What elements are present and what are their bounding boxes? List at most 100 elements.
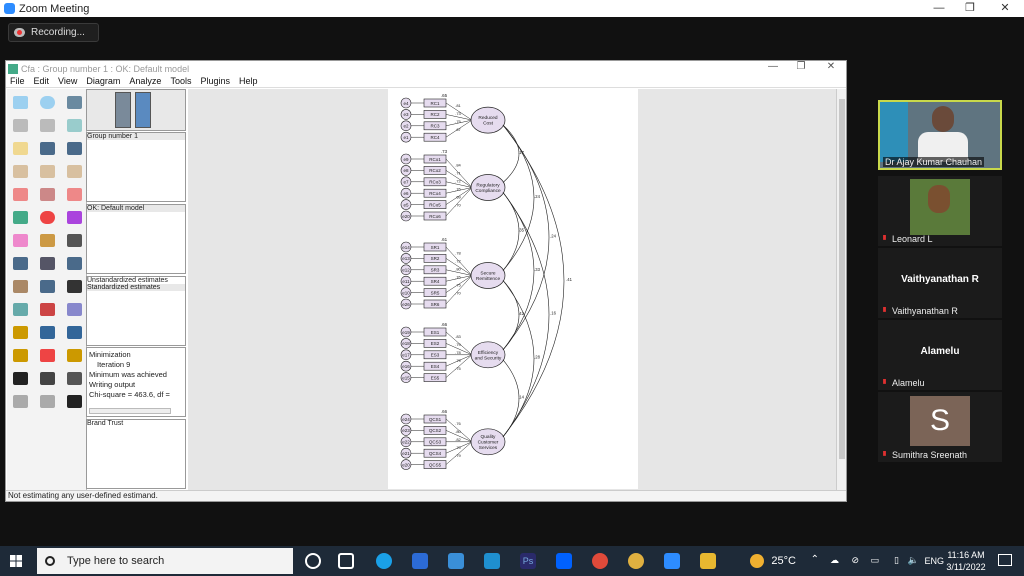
- clock[interactable]: 11:16 AM 3/11/2022: [944, 549, 988, 573]
- files-panel[interactable]: Brand Trust: [86, 419, 186, 489]
- indicator-tool-icon[interactable]: [64, 93, 84, 111]
- loupe-icon[interactable]: [64, 346, 84, 364]
- save-icon[interactable]: [64, 277, 84, 295]
- double-arrow-tool-icon[interactable]: [37, 116, 57, 134]
- weather-icon[interactable]: [750, 554, 764, 568]
- zoom-in-area-icon[interactable]: [10, 323, 30, 341]
- groups-panel[interactable]: Group number 1: [86, 132, 186, 202]
- specification-search-icon[interactable]: [64, 392, 84, 410]
- close-button[interactable]: ✕: [1000, 2, 1010, 14]
- recording-indicator[interactable]: Recording...: [8, 23, 99, 42]
- redo-icon[interactable]: [37, 392, 57, 410]
- photoshop-icon[interactable]: Ps: [520, 553, 536, 569]
- erase-icon[interactable]: [64, 185, 84, 203]
- scroll-icon[interactable]: [37, 231, 57, 249]
- variables-list-icon[interactable]: [37, 139, 57, 157]
- temperature[interactable]: 25°C: [771, 555, 796, 567]
- standardized-estimates-item[interactable]: Standardized estimates: [87, 284, 185, 291]
- path-diagram-view-buttons[interactable]: [86, 89, 186, 131]
- print-icon[interactable]: [64, 369, 84, 387]
- move-parameters-icon[interactable]: [10, 231, 30, 249]
- network-icon[interactable]: ⊘: [851, 555, 859, 565]
- title-tool-icon[interactable]: [10, 139, 30, 157]
- taskbar-search[interactable]: Type here to search: [37, 548, 293, 574]
- model-item[interactable]: OK: Default model: [87, 205, 185, 212]
- select-one-icon[interactable]: [10, 162, 30, 180]
- data-variables-icon[interactable]: [64, 139, 84, 157]
- arrow-tool-icon[interactable]: [10, 116, 30, 134]
- undo-icon[interactable]: [10, 392, 30, 410]
- drag-properties-icon[interactable]: [37, 300, 57, 318]
- amos-close-button[interactable]: ✕: [826, 61, 836, 72]
- deselect-icon[interactable]: [64, 162, 84, 180]
- dropbox-icon[interactable]: [556, 553, 572, 569]
- edge-icon[interactable]: [376, 553, 392, 569]
- zoom-page-icon[interactable]: [10, 346, 30, 364]
- shape-change-icon[interactable]: [10, 208, 30, 226]
- menu-plugins[interactable]: Plugins: [200, 76, 230, 86]
- zoom-taskbar-icon[interactable]: [664, 553, 680, 569]
- display-icon[interactable]: ▭: [870, 555, 879, 565]
- data-files-icon[interactable]: [10, 254, 30, 272]
- clipboard-icon[interactable]: [10, 277, 30, 295]
- rectangle-tool-icon[interactable]: [10, 93, 30, 111]
- language-indicator[interactable]: ENG: [924, 556, 944, 566]
- output-view-icon[interactable]: [135, 92, 151, 128]
- minimize-button[interactable]: —: [933, 2, 945, 14]
- maximize-button[interactable]: ❐: [965, 2, 975, 14]
- unstandardized-estimates-item[interactable]: Unstandardized estimates: [87, 277, 168, 284]
- estimates-panel[interactable]: Unstandardized estimates Standardized es…: [86, 276, 186, 346]
- file-explorer-icon[interactable]: [700, 553, 716, 569]
- rotate-icon[interactable]: [37, 208, 57, 226]
- object-properties-icon[interactable]: [10, 300, 30, 318]
- text-output-icon[interactable]: [37, 277, 57, 295]
- menu-analyze[interactable]: Analyze: [129, 76, 162, 86]
- file-item[interactable]: Brand Trust: [87, 420, 124, 427]
- participant-tile[interactable]: S Sumithra Sreenath: [878, 392, 1002, 462]
- models-panel[interactable]: OK: Default model: [86, 204, 186, 274]
- amos-maximize-button[interactable]: ❐: [796, 61, 806, 72]
- ellipse-tool-icon[interactable]: [37, 93, 57, 111]
- multigroup-icon[interactable]: [37, 369, 57, 387]
- chrome-profile-icon[interactable]: [628, 553, 644, 569]
- windows-start-icon[interactable]: [10, 555, 22, 567]
- show-hidden-icons-chevron-icon[interactable]: ⌃: [810, 554, 819, 565]
- calculate-estimates-icon[interactable]: [64, 254, 84, 272]
- menu-diagram[interactable]: Diagram: [86, 76, 121, 86]
- zoom-in-icon[interactable]: [37, 323, 57, 341]
- notifications-icon[interactable]: [998, 554, 1012, 566]
- group-item[interactable]: Group number 1: [87, 133, 185, 140]
- chrome-icon[interactable]: [592, 553, 608, 569]
- input-view-icon[interactable]: [115, 92, 131, 128]
- participant-tile[interactable]: Vaithyanathan R Vaithyanathan R: [878, 248, 1002, 318]
- menu-tools[interactable]: Tools: [170, 76, 192, 86]
- cortana-icon[interactable]: [305, 553, 321, 569]
- power-automate-icon[interactable]: [484, 553, 500, 569]
- drawing-vertical-scrollbar[interactable]: [836, 89, 846, 491]
- participant-tile[interactable]: Alamelu Alamelu: [878, 320, 1002, 390]
- mail-icon[interactable]: [448, 553, 464, 569]
- unique-variable-tool-icon[interactable]: [64, 116, 84, 134]
- select-all-icon[interactable]: [37, 162, 57, 180]
- log-horizontal-scrollbar[interactable]: [89, 408, 171, 414]
- volume-icon[interactable]: 🔈: [907, 555, 919, 565]
- move-icon[interactable]: [37, 185, 57, 203]
- reflect-icon[interactable]: [64, 208, 84, 226]
- touch-up-icon[interactable]: [64, 231, 84, 249]
- participant-tile[interactable]: Leonard L: [878, 176, 1002, 246]
- fit-page-icon[interactable]: [37, 346, 57, 364]
- menu-edit[interactable]: Edit: [33, 76, 50, 86]
- task-view-icon[interactable]: [338, 553, 354, 569]
- store-icon[interactable]: [412, 553, 428, 569]
- menu-help[interactable]: Help: [238, 76, 258, 86]
- amos-minimize-button[interactable]: —: [768, 61, 778, 72]
- zoom-out-icon[interactable]: [64, 323, 84, 341]
- analysis-properties-icon[interactable]: [37, 254, 57, 272]
- menu-file[interactable]: File: [10, 76, 25, 86]
- participant-tile-active[interactable]: Dr Ajay Kumar Chauhan: [878, 100, 1002, 170]
- preserve-symmetries-icon[interactable]: [64, 300, 84, 318]
- menu-view[interactable]: View: [58, 76, 78, 86]
- onedrive-icon[interactable]: ☁: [830, 555, 839, 565]
